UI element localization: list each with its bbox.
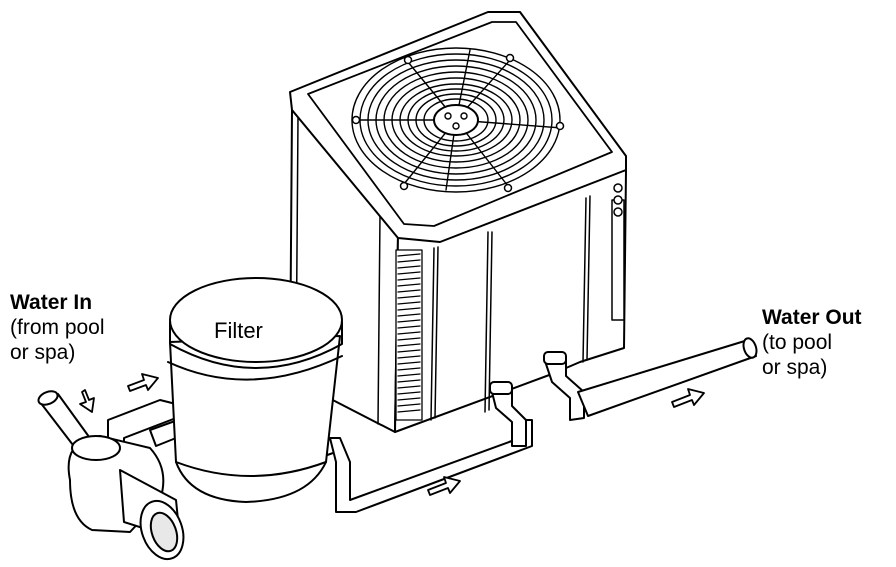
fan-grille [351, 47, 563, 193]
pool-pump [37, 390, 185, 561]
water-out-label: Water Out (to pool or spa) [762, 305, 862, 380]
water-out-title: Water Out [762, 306, 862, 329]
flow-arrow-icon [427, 476, 461, 496]
filter-lid [169, 277, 343, 363]
water-in-line2: or spa) [10, 341, 76, 364]
flow-arrows [79, 373, 705, 496]
filter-tank [167, 277, 343, 503]
pump-outlet-inner [149, 511, 179, 553]
flow-arrow-icon [127, 373, 159, 392]
panel-seams [430, 195, 591, 421]
filter-label: Filter [214, 318, 263, 343]
control-button [613, 183, 623, 193]
pipe-to-heater [329, 419, 533, 513]
filter-band [167, 355, 343, 477]
water-out-line1: (to pool [762, 331, 833, 354]
heater-inlet-fitting [491, 387, 527, 447]
water-in-title: Water In [10, 291, 93, 314]
water-out-line2: or spa) [762, 356, 828, 379]
pump-strainer-lid [71, 435, 121, 461]
filter-body [169, 335, 341, 503]
flow-arrow-icon [671, 388, 705, 408]
heater-inlet-collar [489, 381, 513, 395]
heater-outlet-fitting [545, 359, 585, 421]
pipe-water-out-end [742, 337, 758, 359]
control-button [613, 195, 623, 205]
filter-lid-rim [169, 321, 343, 369]
pipe-water-in-end [37, 390, 59, 406]
grille-bolts [351, 53, 565, 193]
control-button [613, 207, 623, 217]
heat-pump-unit [289, 11, 627, 433]
water-in-line1: (from pool [10, 316, 105, 339]
unit-louvres [395, 249, 423, 421]
control-panel [611, 183, 625, 321]
heater-outlet-collar [543, 351, 567, 365]
water-in-label: Water In (from pool or spa) [10, 290, 105, 365]
flow-arrow-icon [79, 389, 95, 413]
